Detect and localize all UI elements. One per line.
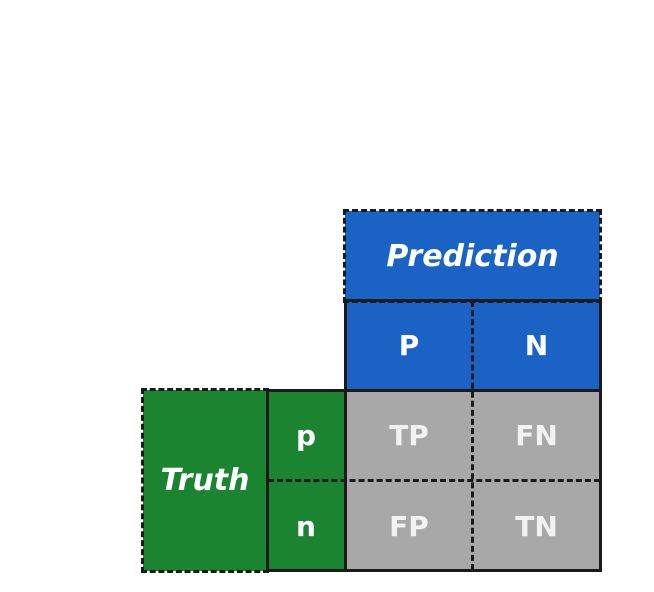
prediction-negative-label: N [524, 329, 549, 362]
grid-border-right [599, 299, 602, 572]
vertical-dashed-divider [471, 301, 474, 570]
truth-dashed-border [141, 388, 269, 573]
truth-positive-label: p [295, 419, 317, 452]
false-positive-cell: FP [345, 481, 473, 571]
false-negative-label: FN [515, 419, 558, 452]
grid-border-bottom [266, 569, 602, 572]
prediction-negative-header: N [473, 301, 600, 390]
grid-border-mid [266, 389, 602, 392]
truth-header: Truth [143, 390, 267, 571]
prediction-positive-header: P [345, 301, 473, 390]
prediction-dashed-border [343, 209, 602, 303]
grid-border-left [344, 299, 347, 572]
true-positive-cell: TP [345, 390, 473, 481]
prediction-label: Prediction [386, 238, 559, 274]
truth-label: Truth [160, 463, 250, 498]
grid-border-top [344, 299, 602, 302]
prediction-header: Prediction [345, 211, 600, 301]
true-positive-label: TP [389, 419, 429, 452]
true-negative-label: TN [515, 509, 558, 543]
truth-negative-header: n [267, 481, 345, 571]
prediction-positive-label: P [398, 329, 420, 362]
true-negative-cell: TN [473, 481, 600, 571]
truth-negative-label: n [296, 509, 316, 543]
horizontal-dashed-divider [268, 479, 600, 482]
false-positive-label: FP [389, 509, 429, 543]
false-negative-cell: FN [473, 390, 600, 481]
grid-border-left-inner [266, 389, 269, 572]
truth-positive-header: p [267, 390, 345, 481]
